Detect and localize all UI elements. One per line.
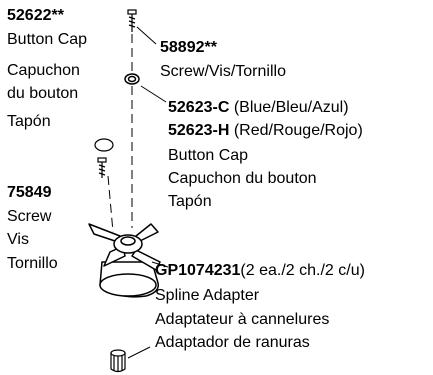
- assembly-guide-lines: [107, 34, 133, 233]
- part-52623-c-row: 52623-C (Blue/Bleu/Azul): [168, 98, 349, 117]
- part-75849-label-en: Screw: [7, 208, 52, 225]
- part-52623-h-row: 52623-H (Red/Rouge/Rojo): [168, 121, 363, 140]
- part-52623-c-color: (Blue/Bleu/Azul): [233, 99, 349, 116]
- screw-58892-icon: [127, 9, 137, 32]
- part-52622-label-fr-2: du bouton: [7, 85, 79, 102]
- button-cap-52623-icon: [124, 73, 140, 85]
- part-number-75849: 75849: [7, 184, 52, 201]
- part-number-52623-c: 52623-C: [168, 99, 230, 116]
- part-52622-label-fr-1: Capuchon: [7, 62, 80, 79]
- part-75849-label-fr: Vis: [7, 231, 29, 248]
- cross-handle-icon: [88, 223, 161, 298]
- part-gp1074231-quantity: (2 ea./2 ch./2 c/u): [240, 262, 365, 279]
- part-52622-label-es: Tapón: [7, 113, 51, 130]
- part-number-52623-h: 52623-H: [168, 122, 230, 139]
- part-gp1074231-label-es: Adaptador de ranuras: [155, 334, 310, 351]
- part-52623-label-es: Tapón: [168, 193, 212, 210]
- part-52623-h-color: (Red/Rouge/Rojo): [233, 122, 363, 139]
- part-number-gp1074231: GP1074231: [155, 262, 241, 279]
- part-75849-label-es: Tornillo: [7, 255, 58, 272]
- part-gp1074231-label-fr: Adaptateur à cannelures: [155, 311, 330, 328]
- part-number-52622: 52622**: [7, 7, 64, 24]
- part-gp1074231-row: GP1074231(2 ea./2 ch./2 c/u): [155, 261, 365, 280]
- leader-lines: [127, 26, 169, 359]
- screw-75849-icon: [97, 157, 107, 178]
- button-cap-52622-icon: [94, 138, 114, 152]
- spline-adapter-icon: [110, 349, 126, 373]
- part-58892-description: Screw/Vis/Tornillo: [160, 63, 286, 80]
- part-number-58892: 58892**: [160, 39, 217, 56]
- part-52623-label-en: Button Cap: [168, 147, 249, 164]
- part-52622-label-en: Button Cap: [7, 31, 88, 48]
- part-gp1074231-label-en: Spline Adapter: [155, 287, 260, 304]
- part-52623-label-fr: Capuchon du bouton: [168, 170, 317, 187]
